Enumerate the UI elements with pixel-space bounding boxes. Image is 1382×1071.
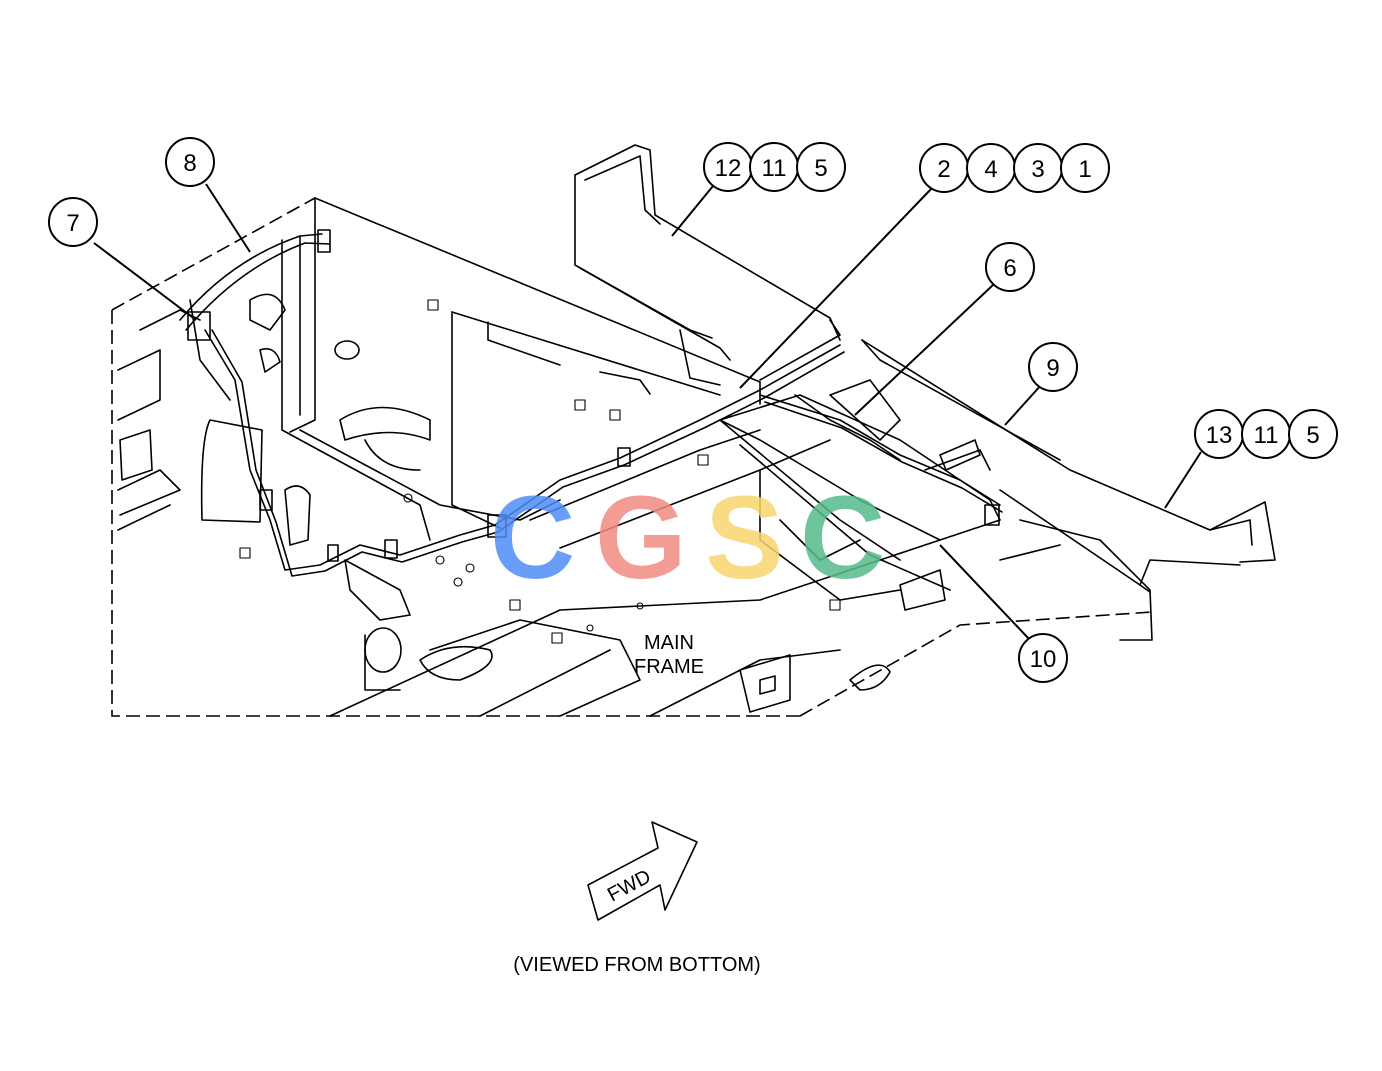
hose-routing	[179, 229, 1003, 577]
forward-arrow-icon: FWD	[587, 821, 698, 921]
right-guard	[861, 339, 1276, 641]
callout-11: 11	[1241, 409, 1291, 459]
svg-text:5: 5	[814, 155, 827, 182]
svg-text:11: 11	[762, 155, 787, 182]
view-note: (VIEWED FROM BOTTOM)	[513, 954, 760, 976]
svg-text:5: 5	[1306, 422, 1319, 449]
callout-8: 8	[165, 137, 215, 187]
watermark-letter: C	[800, 472, 885, 604]
watermark-letter: S	[705, 472, 784, 604]
frame-label-line1: MAIN	[644, 632, 694, 654]
svg-text:10: 10	[1030, 646, 1057, 673]
svg-text:2: 2	[937, 156, 950, 183]
svg-text:9: 9	[1046, 355, 1059, 382]
callout-6: 6	[985, 242, 1035, 292]
callout-5: 5	[1288, 409, 1338, 459]
callout-12: 12	[703, 142, 753, 192]
svg-text:1: 1	[1078, 156, 1091, 183]
callout-10: 10	[1018, 633, 1068, 683]
callout-13: 13	[1194, 409, 1244, 459]
frame-label-line2: FRAME	[634, 656, 704, 678]
svg-text:12: 12	[715, 155, 742, 182]
watermark-letter: C	[490, 472, 575, 604]
main-frame-body	[117, 197, 951, 717]
callout-11: 11	[749, 142, 799, 192]
callout-9: 9	[1028, 342, 1078, 392]
upper-guard	[574, 144, 841, 386]
svg-text:11: 11	[1254, 422, 1279, 449]
leader-lines	[93, 183, 1202, 641]
svg-text:3: 3	[1031, 156, 1044, 183]
svg-text:13: 13	[1206, 422, 1233, 449]
callout-5: 5	[796, 142, 846, 192]
callout-4: 4	[966, 143, 1016, 193]
main-frame-label: MAIN FRAME	[634, 632, 704, 678]
main-frame-outline	[111, 197, 1153, 717]
svg-text:4: 4	[984, 156, 997, 183]
svg-text:7: 7	[66, 210, 79, 237]
svg-text:6: 6	[1003, 255, 1016, 282]
callout-3: 3	[1013, 143, 1063, 193]
watermark-letter: G	[595, 472, 687, 604]
callout-2: 2	[919, 143, 969, 193]
svg-text:8: 8	[183, 150, 196, 177]
callout-7: 7	[48, 197, 98, 247]
callout-1: 1	[1060, 143, 1110, 193]
watermark: C G S C	[490, 472, 885, 604]
